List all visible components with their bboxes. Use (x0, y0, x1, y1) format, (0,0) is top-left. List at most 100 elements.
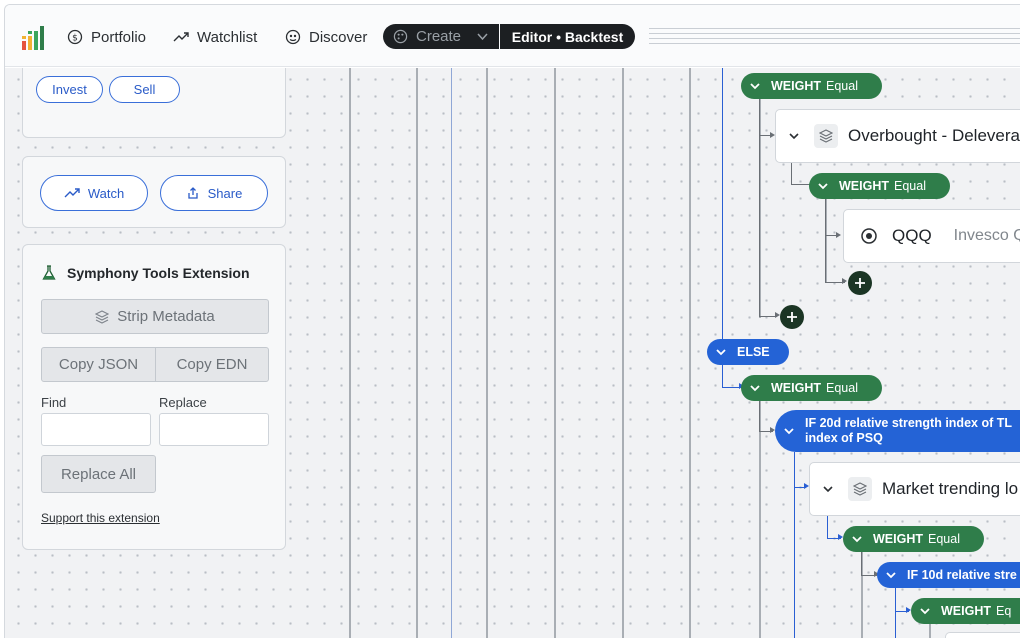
connector (895, 588, 909, 612)
copy-json-button[interactable]: Copy JSON (41, 347, 156, 382)
weight-label: WEIGHT (873, 532, 923, 546)
connector (759, 98, 777, 317)
connector (825, 198, 845, 283)
editor-backtest-tab[interactable]: Editor • Backtest (500, 24, 635, 49)
create-label: Create (416, 28, 462, 45)
watch-label: Watch (87, 185, 125, 201)
if-condition-line: IF 20d relative strength index of TL (805, 416, 1012, 430)
sell-label: Sell (133, 82, 156, 97)
nav-watchlist-label: Watchlist (197, 28, 258, 46)
connector-arrow (906, 606, 911, 613)
chevron-down-icon (784, 428, 794, 435)
replace-input[interactable] (159, 413, 269, 446)
weight-label: WEIGHT (839, 179, 889, 193)
connector (759, 400, 773, 432)
share-icon (187, 187, 198, 199)
strip-metadata-label: Strip Metadata (117, 308, 215, 325)
plus-icon (855, 278, 865, 288)
connector (794, 452, 806, 488)
nav-discover[interactable]: Discover (285, 26, 367, 48)
share-label: Share (207, 185, 243, 201)
app-window: $ Portfolio Watchlist Discover (4, 4, 1020, 638)
extension-header: Symphony Tools Extension (41, 265, 250, 281)
create-dropdown[interactable]: Create (383, 24, 499, 49)
if-condition-text: IF 20d relative strength index of TL ind… (805, 416, 1012, 446)
partial-node-card[interactable] (945, 632, 1020, 638)
branch-line (895, 588, 896, 638)
branch-line (929, 623, 931, 638)
top-nav-bar: $ Portfolio Watchlist Discover (5, 5, 1020, 67)
weight-label: WEIGHT (941, 604, 991, 618)
plus-icon (787, 312, 797, 322)
chevron-down-icon (750, 83, 760, 90)
connector-arrow (770, 426, 775, 433)
if-condition-node[interactable]: IF 20d relative strength index of TL ind… (775, 410, 1020, 452)
copy-edn-label: Copy EDN (176, 356, 248, 373)
replace-label: Replace (159, 395, 207, 410)
nav-portfolio-label: Portfolio (91, 28, 147, 46)
layers-icon (848, 477, 872, 501)
copy-edn-button[interactable]: Copy EDN (155, 347, 269, 382)
connector-arrow (804, 482, 809, 489)
weight-mode: Eq (996, 604, 1012, 618)
else-label: ELSE (737, 345, 770, 359)
dollar-circle-icon: $ (67, 29, 83, 45)
connector-arrow (770, 131, 775, 138)
copy-json-label: Copy JSON (58, 356, 139, 373)
chevron-down-icon (886, 572, 896, 579)
weight-equal-node[interactable]: WEIGHT Equal (843, 526, 984, 552)
add-node-button[interactable] (848, 271, 872, 295)
toolbar-divider-lines (649, 28, 1020, 48)
if-condition-node[interactable]: IF 10d relative stre (877, 562, 1020, 588)
connector (791, 161, 811, 185)
chevron-down-icon (477, 33, 488, 41)
sell-button[interactable]: Sell (109, 76, 180, 103)
guide-line (416, 68, 418, 638)
find-input[interactable] (41, 413, 151, 446)
connector-arrow (838, 533, 843, 540)
svg-text:$: $ (72, 34, 78, 44)
editor-canvas[interactable]: Invest Sell Watch Share (5, 68, 1020, 638)
weight-equal-node[interactable]: WEIGHT Equal (741, 375, 882, 401)
add-node-button[interactable] (780, 305, 804, 329)
connector-arrow (775, 311, 780, 318)
chevron-down-icon (920, 608, 930, 615)
weight-mode: Equal (826, 381, 858, 395)
if-condition-line: index of PSQ (805, 431, 883, 445)
branch-line (861, 552, 863, 638)
asset-node-qqq[interactable]: QQQ Invesco Q (843, 209, 1020, 263)
support-extension-link[interactable]: Support this extension (41, 511, 160, 525)
weight-mode: Equal (894, 179, 926, 193)
connector-arrow (842, 277, 847, 284)
replace-all-label: Replace All (60, 465, 137, 483)
invest-button[interactable]: Invest (36, 76, 103, 103)
branch-line (794, 452, 795, 638)
nav-watchlist[interactable]: Watchlist (173, 26, 257, 48)
palette-icon (393, 29, 408, 44)
nav-portfolio[interactable]: $ Portfolio (67, 26, 146, 48)
flask-icon (42, 265, 56, 280)
weight-label: WEIGHT (771, 79, 821, 93)
weight-equal-node[interactable]: WEIGHT Equal (809, 173, 950, 199)
else-node[interactable]: ELSE (707, 339, 789, 365)
asset-ticker: QQQ (892, 226, 932, 245)
chevron-down-icon (750, 385, 760, 392)
find-label: Find (41, 395, 67, 410)
app-logo-icon[interactable] (21, 25, 47, 51)
guide-line (349, 68, 351, 638)
group-node-market-trending[interactable]: Market trending lo (809, 462, 1020, 516)
connector (827, 515, 841, 539)
replace-all-button[interactable]: Replace All (41, 455, 156, 493)
chevron-down-icon (716, 349, 726, 356)
branch-line (722, 68, 723, 358)
compass-icon (285, 29, 301, 45)
watch-button[interactable]: Watch (40, 175, 148, 211)
weight-equal-node[interactable]: WEIGHT Eq (911, 598, 1020, 624)
share-button[interactable]: Share (160, 175, 268, 211)
strip-metadata-button[interactable]: Strip Metadata (41, 299, 269, 334)
weight-label: WEIGHT (771, 381, 821, 395)
group-node-overbought[interactable]: Overbought - Delevera (775, 109, 1020, 163)
weight-mode: Equal (928, 532, 960, 546)
nav-discover-label: Discover (309, 28, 368, 46)
